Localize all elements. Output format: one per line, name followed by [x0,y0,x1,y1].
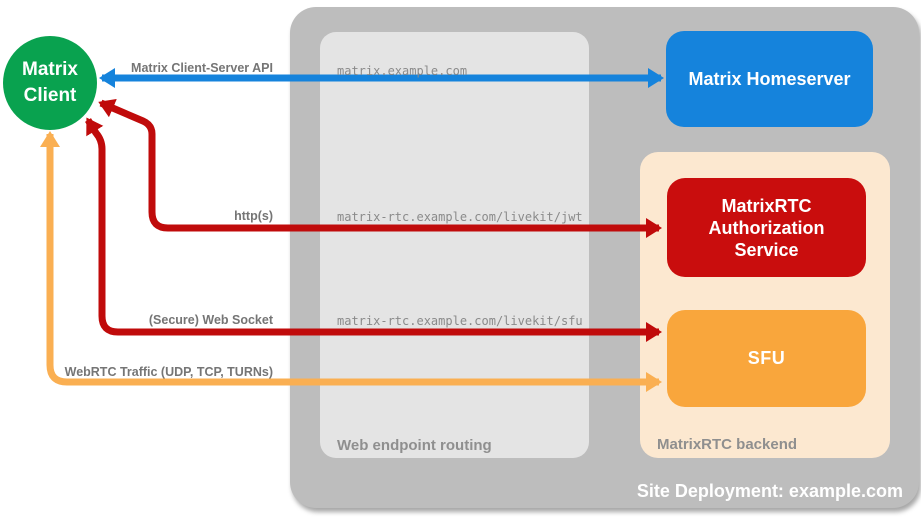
endpoint-matrix-url: matrix.example.com [337,64,468,78]
webrtc-traffic-arrow-label: WebRTC Traffic (UDP, TCP, TURNs) [64,365,273,379]
web-endpoint-routing-caption: Web endpoint routing [337,437,492,454]
sfu-node: SFU [667,310,866,407]
endpoint-livekit-sfu-url: matrix-rtc.example.com/livekit/sfu [337,314,583,328]
sfu-label: SFU [747,348,786,368]
site-deployment-caption: Site Deployment: example.com [636,481,903,501]
matrixrtc-authorization-service-node: MatrixRTC Authorization Service [667,178,866,277]
endpoint-livekit-jwt-url: matrix-rtc.example.com/livekit/jwt [337,210,583,224]
matrixrtc-backend-caption: MatrixRTC backend [657,436,798,453]
matrix-client-node: Matrix Client [3,36,97,130]
matrixrtc-authorization-service-label: MatrixRTC Authorization Service [708,195,825,260]
web-endpoint-routing-container [320,32,589,458]
https-arrow-label: http(s) [234,209,273,223]
matrix-client-label: Matrix Client [22,59,78,106]
client-server-api-arrow-label: Matrix Client-Server API [131,61,273,75]
matrix-homeserver-label: Matrix Homeserver [688,68,851,89]
websocket-arrow-label: (Secure) Web Socket [148,313,273,327]
matrix-homeserver-node: Matrix Homeserver [666,31,873,127]
